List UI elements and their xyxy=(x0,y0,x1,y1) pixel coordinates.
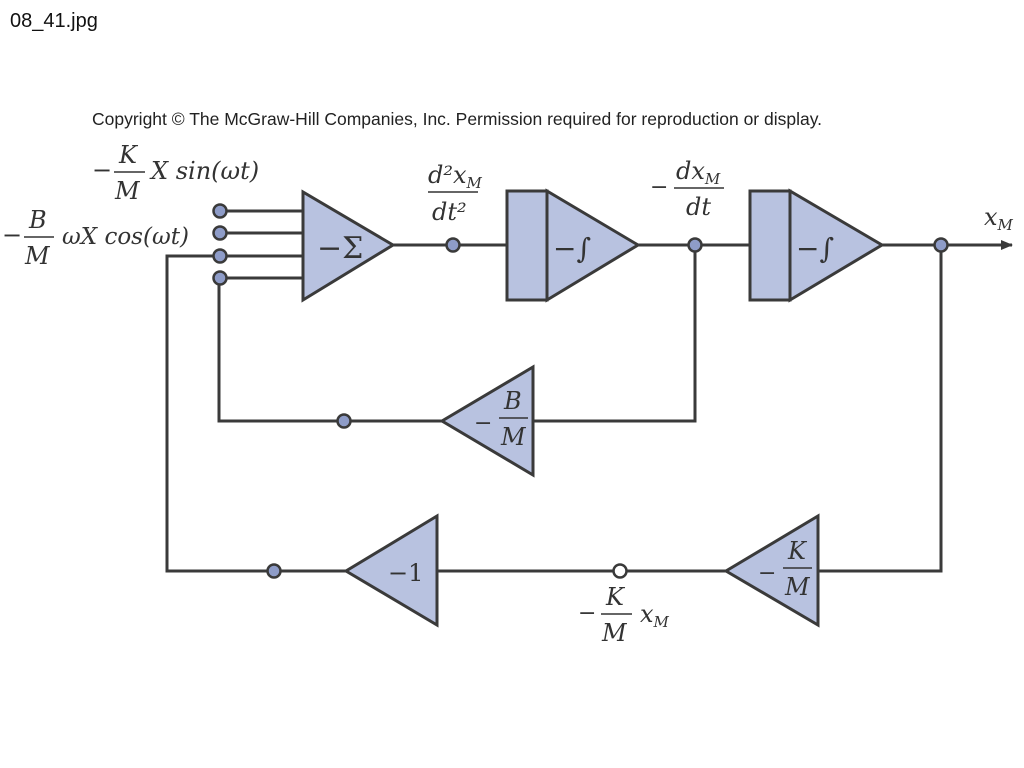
output-node xyxy=(933,237,949,253)
input-node-2 xyxy=(212,225,228,241)
gain-k-den: M xyxy=(784,573,811,601)
forcing-sin-sign: − xyxy=(92,156,112,184)
acceleration-node xyxy=(445,237,461,253)
forcing-sin-num: K xyxy=(118,141,139,169)
input-node-3 xyxy=(212,248,228,264)
gain-b-to-summer-wire xyxy=(217,278,442,423)
velocity-node xyxy=(687,237,703,253)
gain-b-num: B xyxy=(503,387,522,415)
inverter-block: −1 xyxy=(343,513,439,628)
neg-k-xm-den: M xyxy=(601,619,628,647)
gain-k-num: K xyxy=(787,537,808,565)
neg-k-xm-num: K xyxy=(605,583,626,611)
gain-k-sign: − xyxy=(758,561,776,586)
copyright-notice: Copyright © The McGraw-Hill Companies, I… xyxy=(92,109,823,129)
position-feedback-wire xyxy=(818,245,943,573)
nodes xyxy=(212,203,949,579)
integrator1-block: −∫ xyxy=(505,188,641,303)
gain-k-block: − K M xyxy=(723,513,820,628)
integrator2-label: −∫ xyxy=(796,232,834,265)
summer-label: −Σ xyxy=(317,231,363,266)
velocity-feedback-wire xyxy=(533,245,697,423)
gain-b-sign: − xyxy=(474,411,492,436)
neg-k-xm-label: − K M xM xyxy=(578,583,670,647)
gain-b-output-node xyxy=(336,413,352,429)
forcing-sin-label: − K M X sin(ωt) xyxy=(92,141,259,205)
inverter-label: −1 xyxy=(388,559,423,587)
acceleration-label: d²xM dt² xyxy=(428,161,483,226)
integrator1-label: −∫ xyxy=(553,232,591,265)
neg-k-xm-var: xM xyxy=(640,600,670,631)
inverter-output-node xyxy=(266,563,282,579)
forcing-cos-sign: − xyxy=(2,221,22,249)
velocity-num: dxM xyxy=(676,157,721,188)
acceleration-num: d²xM xyxy=(428,161,483,192)
forcing-cos-num: B xyxy=(28,206,47,234)
neg-k-xm-node xyxy=(612,563,628,579)
output-label: xM xyxy=(984,203,1014,234)
integrator2-block: −∫ xyxy=(748,188,885,303)
neg-k-xm-sign: − xyxy=(578,601,596,626)
velocity-label: − dxM dt xyxy=(650,157,724,221)
gain-b-block: − B M xyxy=(439,364,535,478)
gain-b-den: M xyxy=(500,423,527,451)
summer-block: −Σ xyxy=(301,189,396,303)
forcing-sin-den: M xyxy=(114,177,141,205)
inverter-to-summer-wire xyxy=(165,254,346,573)
velocity-sign: − xyxy=(650,175,668,200)
wires xyxy=(165,209,1013,573)
velocity-den: dt xyxy=(686,193,711,221)
forcing-cos-den: M xyxy=(24,242,51,270)
acceleration-den: dt² xyxy=(432,198,467,226)
forcing-cos-label: − B M ωX cos(ωt) xyxy=(2,206,189,270)
input-node-1 xyxy=(212,203,228,219)
filename-label: 08_41.jpg xyxy=(10,10,98,32)
forcing-sin-rest: X sin(ωt) xyxy=(149,157,259,185)
input-node-4 xyxy=(212,270,228,286)
forcing-cos-rest: ωX cos(ωt) xyxy=(62,224,189,250)
